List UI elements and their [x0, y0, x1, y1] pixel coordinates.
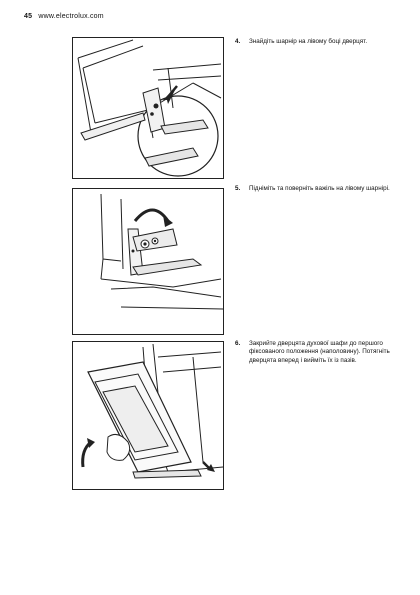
step-number: 4. — [235, 38, 241, 45]
site-url: www.electrolux.com — [38, 13, 104, 20]
hinge-lever-rotate-illustration — [100, 193, 223, 310]
step-text: Підніміть та поверніть важіль на лівому … — [249, 185, 390, 192]
step-text: Знайдіть шарнір на лівому боці дверцят. — [249, 38, 368, 45]
step-6: 6. Закрийте дверцята духової шафи до пер… — [235, 340, 395, 365]
page-number: 45 — [24, 13, 33, 20]
figure-step-4 — [72, 37, 224, 179]
page-header: 45 www.electrolux.com — [24, 13, 104, 20]
figure-step-6 — [72, 341, 224, 490]
hinge-location-illustration — [77, 39, 222, 177]
door-removal-illustration — [81, 343, 223, 479]
step-5: 5. Підніміть та поверніть важіль на ліво… — [235, 185, 395, 193]
step-4: 4. Знайдіть шарнір на лівому боці дверця… — [235, 38, 395, 46]
step-number: 5. — [235, 185, 241, 192]
figure-step-5 — [72, 188, 224, 335]
step-number: 6. — [235, 340, 241, 347]
step-text: Закрийте дверцята духової шафи до першог… — [249, 340, 390, 364]
